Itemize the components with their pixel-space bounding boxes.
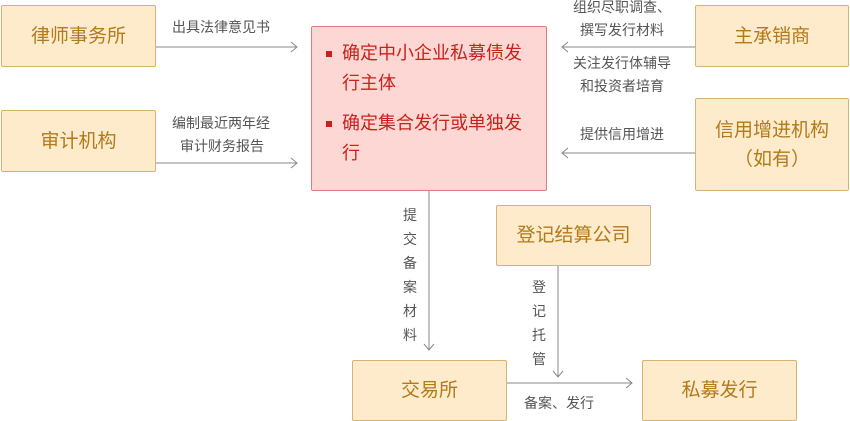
edge-label-exchange: 备案、发行 [524, 396, 594, 412]
audit-label: 审计机构 [40, 129, 117, 152]
edge-label-law-firm: 出具法律意见书 [172, 20, 270, 36]
credit-label: 信用增进机构 [714, 119, 829, 141]
center-item: 确定中小企业私募债发行主体 [326, 39, 536, 99]
edge-label-underwriter-top-1: 组织尽职调查、 [573, 0, 671, 16]
exchange-label: 交易所 [400, 379, 458, 402]
issuer-center-node: 确定中小企业私募债发行主体 确定集合发行或单独发行 [311, 26, 547, 191]
private-issue-node: 私募发行 [642, 360, 797, 421]
edge-label-audit-1: 编制最近两年经 [172, 116, 270, 132]
edge-label-credit: 提供信用增进 [580, 127, 664, 143]
edge-label-registry: 登记托管 [532, 280, 546, 368]
audit-node: 审计机构 [1, 110, 156, 172]
edge-label-submit: 提交备案材料 [403, 208, 417, 344]
registry-node: 登记结算公司 [496, 205, 651, 266]
law-firm-node: 律师事务所 [1, 5, 156, 67]
center-item: 确定集合发行或单独发行 [326, 109, 536, 169]
edge-label-underwriter-bot-2: 和投资者培育 [580, 79, 664, 95]
edge-label-underwriter-top-2: 撰写发行材料 [580, 23, 664, 39]
edge-label-underwriter-bot-1: 关注发行体辅导 [573, 56, 671, 72]
credit-node: 信用增进机构 （如有） [695, 98, 849, 191]
private-issue-label: 私募发行 [681, 379, 758, 402]
credit-note: （如有） [733, 147, 810, 170]
underwriter-label: 主承销商 [733, 24, 810, 47]
exchange-node: 交易所 [352, 360, 507, 421]
registry-label: 登记结算公司 [516, 224, 631, 247]
law-firm-label: 律师事务所 [30, 24, 126, 47]
edge-label-audit-2: 审计财务报告 [180, 139, 264, 155]
underwriter-node: 主承销商 [695, 5, 849, 67]
